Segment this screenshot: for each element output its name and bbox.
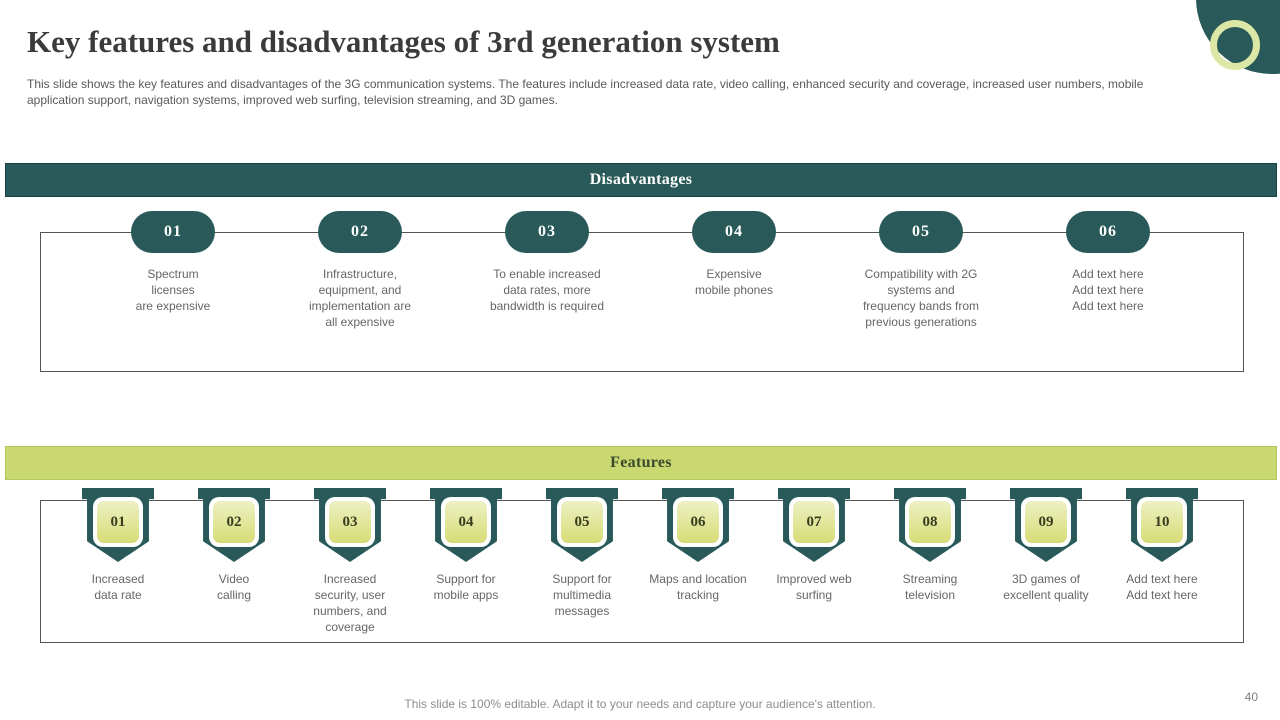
feature-number-badge: 05 [546, 488, 618, 562]
feature-item-5: 05 Support for multimedia messages [524, 488, 640, 619]
page-title: Key features and disadvantages of 3rd ge… [27, 24, 780, 59]
feature-item-3: 03 Increased security, user numbers, and… [292, 488, 408, 635]
disadvantage-text: Infrastructure, equipment, and implement… [308, 267, 412, 329]
feature-text: Increased security, user numbers, and co… [313, 572, 387, 634]
feature-number-badge: 02 [198, 488, 270, 562]
disadvantages-banner: Disadvantages [5, 163, 1277, 197]
badge-frame: 01 [93, 497, 143, 547]
disadvantage-item-2: 02 Infrastructure, equipment, and implem… [267, 211, 453, 330]
badge-frame: 10 [1137, 497, 1187, 547]
feature-number-badge: 07 [778, 488, 850, 562]
disadvantage-item-5: 05 Compatibility with 2G systems and fre… [828, 211, 1014, 330]
disadvantage-text: Expensive mobile phones [694, 267, 774, 297]
ring-decoration [1210, 20, 1260, 70]
badge-frame: 07 [789, 497, 839, 547]
feature-text: Maps and location tracking [649, 572, 747, 602]
feature-number: 06 [677, 501, 719, 543]
feature-number-badge: 04 [430, 488, 502, 562]
feature-text: Increased data rate [91, 572, 145, 602]
feature-number: 07 [793, 501, 835, 543]
badge-frame: 02 [209, 497, 259, 547]
feature-item-6: 06 Maps and location tracking [640, 488, 756, 603]
disadvantage-item-6: 06 Add text here Add text here Add text … [1015, 211, 1201, 314]
disadvantage-number-badge: 02 [318, 211, 402, 253]
disadvantage-text: To enable increased data rates, more ban… [489, 267, 605, 313]
disadvantage-item-4: 04 Expensive mobile phones [641, 211, 827, 298]
feature-text: Streaming television [902, 572, 958, 602]
feature-text: 3D games of excellent quality [1003, 572, 1089, 602]
badge-frame: 09 [1021, 497, 1071, 547]
badge-frame: 04 [441, 497, 491, 547]
disadvantage-item-1: 01 Spectrum licenses are expensive [80, 211, 266, 314]
disadvantage-number-badge: 01 [131, 211, 215, 253]
badge-frame: 08 [905, 497, 955, 547]
disadvantage-number-badge: 04 [692, 211, 776, 253]
features-banner: Features [5, 446, 1277, 480]
disadvantages-heading: Disadvantages [589, 171, 693, 188]
feature-number: 01 [97, 501, 139, 543]
page-number: 40 [1244, 690, 1258, 704]
feature-number-badge: 10 [1126, 488, 1198, 562]
feature-number-badge: 09 [1010, 488, 1082, 562]
slide-description: This slide shows the key features and di… [27, 77, 1144, 107]
feature-text: Add text here Add text here [1126, 572, 1198, 602]
feature-number-badge: 06 [662, 488, 734, 562]
feature-text: Support for multimedia messages [552, 572, 612, 618]
badge-frame: 06 [673, 497, 723, 547]
feature-item-7: 07 Improved web surfing [756, 488, 872, 603]
disadvantage-text: Add text here Add text here Add text her… [1072, 267, 1144, 313]
feature-number-badge: 03 [314, 488, 386, 562]
feature-item-2: 02 Video calling [176, 488, 292, 603]
disadvantage-number-badge: 05 [879, 211, 963, 253]
feature-item-10: 10 Add text here Add text here [1104, 488, 1220, 603]
feature-text: Video calling [216, 572, 252, 602]
feature-number: 04 [445, 501, 487, 543]
footer-note: This slide is 100% editable. Adapt it to… [404, 697, 876, 711]
features-heading: Features [610, 454, 672, 471]
feature-item-1: 01 Increased data rate [60, 488, 176, 603]
feature-number: 09 [1025, 501, 1067, 543]
feature-number: 08 [909, 501, 951, 543]
feature-number: 05 [561, 501, 603, 543]
feature-number-badge: 01 [82, 488, 154, 562]
feature-number-badge: 08 [894, 488, 966, 562]
disadvantage-text: Spectrum licenses are expensive [135, 267, 211, 313]
disadvantage-number-badge: 03 [505, 211, 589, 253]
badge-frame: 05 [557, 497, 607, 547]
feature-item-8: 08 Streaming television [872, 488, 988, 603]
feature-item-4: 04 Support for mobile apps [408, 488, 524, 603]
feature-text: Support for mobile apps [433, 572, 499, 602]
disadvantage-text: Compatibility with 2G systems and freque… [862, 267, 980, 329]
disadvantage-number-badge: 06 [1066, 211, 1150, 253]
feature-number: 02 [213, 501, 255, 543]
disadvantages-box [40, 232, 1244, 372]
feature-text: Improved web surfing [776, 572, 852, 602]
feature-item-9: 09 3D games of excellent quality [988, 488, 1104, 603]
feature-number: 10 [1141, 501, 1183, 543]
badge-frame: 03 [325, 497, 375, 547]
disadvantage-item-3: 03 To enable increased data rates, more … [454, 211, 640, 314]
feature-number: 03 [329, 501, 371, 543]
